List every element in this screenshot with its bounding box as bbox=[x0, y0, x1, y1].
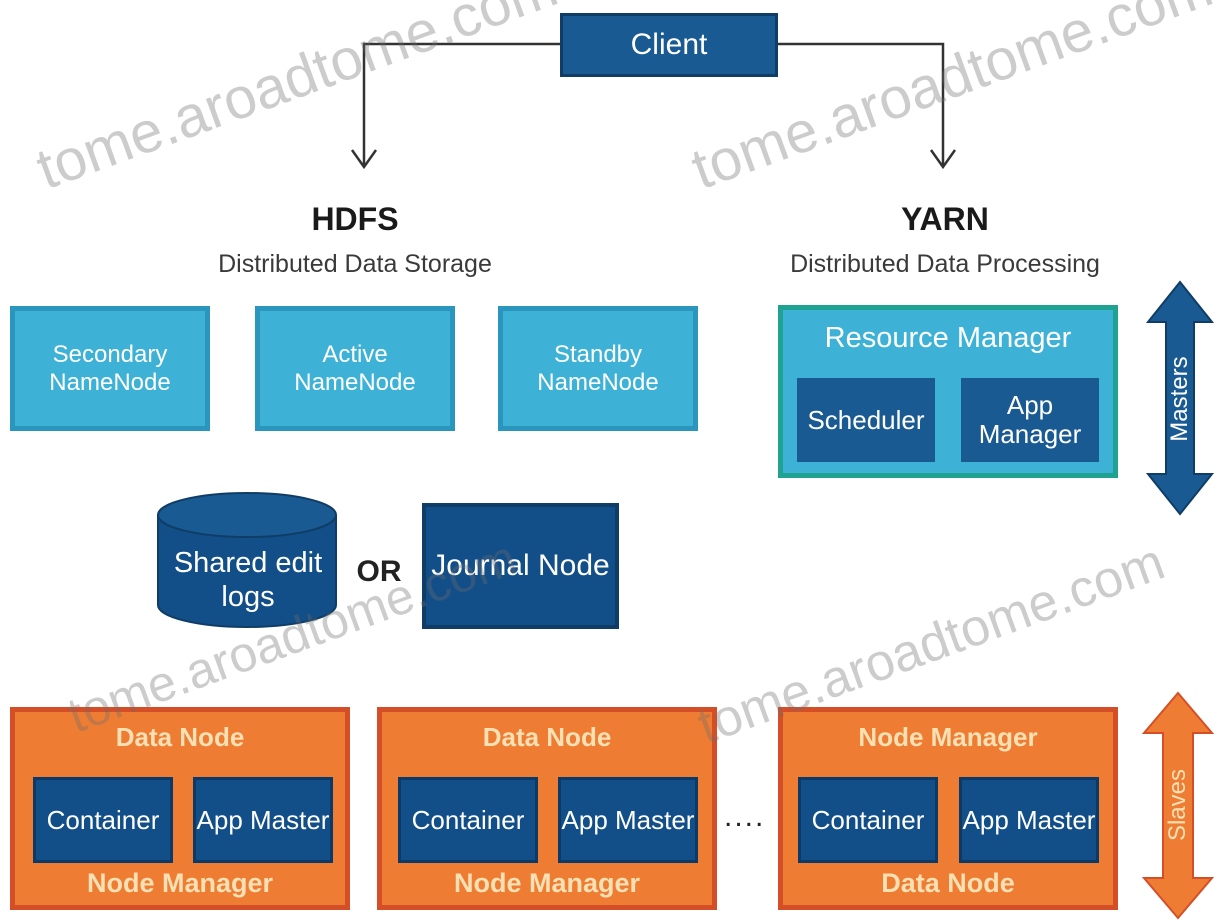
client-label: Client bbox=[630, 28, 708, 61]
container-label: Container bbox=[46, 804, 160, 835]
scheduler-box: Scheduler bbox=[797, 378, 935, 462]
container-box: Container bbox=[33, 777, 173, 863]
client-box: Client bbox=[560, 13, 778, 77]
app-manager-label: App Manager bbox=[978, 390, 1082, 449]
slaves-arrow bbox=[1141, 691, 1215, 920]
scheduler-label: Scheduler bbox=[807, 404, 925, 435]
client-to-yarn-arrow bbox=[778, 42, 945, 165]
app-master-box: App Master bbox=[558, 777, 698, 863]
slave-bottom-label: Node Manager bbox=[86, 868, 274, 898]
slave-bottom-label: Node Manager bbox=[453, 868, 641, 898]
yarn-subtitle: Distributed Data Processing bbox=[790, 249, 1100, 278]
hdfs-subtitle: Distributed Data Storage bbox=[218, 249, 492, 278]
container-label: Container bbox=[811, 804, 925, 835]
client-to-hdfs-arrow bbox=[362, 42, 560, 165]
standby-namenode-box: Standby NameNode bbox=[498, 306, 698, 431]
slave-bottom-label: Data Node bbox=[881, 868, 1015, 898]
journal-node-label: Journal Node bbox=[431, 549, 610, 582]
container-label: Container bbox=[411, 804, 525, 835]
shared-edit-logs-cylinder bbox=[157, 492, 337, 628]
app-master-label: App Master bbox=[962, 804, 1096, 835]
resource-manager-box: Resource Manager Scheduler App Manager bbox=[778, 305, 1118, 478]
or-label: OR bbox=[356, 555, 402, 588]
masters-arrow bbox=[1145, 280, 1215, 516]
app-master-label: App Master bbox=[196, 804, 330, 835]
more-nodes-ellipsis: .... bbox=[724, 800, 766, 833]
hdfs-title: HDFS bbox=[311, 200, 399, 237]
app-manager-box: App Manager bbox=[961, 378, 1099, 462]
shared-edit-logs-label: Shared edit logs bbox=[173, 547, 323, 613]
yarn-title: YARN bbox=[901, 200, 989, 237]
slave-top-label: Data Node bbox=[115, 722, 245, 752]
app-master-box: App Master bbox=[959, 777, 1099, 863]
container-box: Container bbox=[398, 777, 538, 863]
secondary-namenode-box: Secondary NameNode bbox=[10, 306, 210, 431]
slave-top-label: Node Manager bbox=[858, 722, 1038, 752]
slaves-label: Slaves bbox=[1164, 768, 1191, 842]
namenode-label: Active NameNode bbox=[294, 340, 416, 396]
slave-top-label: Data Node bbox=[482, 722, 612, 752]
resource-manager-title: Resource Manager bbox=[824, 322, 1072, 354]
app-master-box: App Master bbox=[193, 777, 333, 863]
slave-node-2: Data Node Container App Master Node Mana… bbox=[377, 707, 717, 910]
namenode-label: Secondary NameNode bbox=[49, 340, 171, 396]
namenode-label: Standby NameNode bbox=[537, 340, 659, 396]
container-box: Container bbox=[798, 777, 938, 863]
app-master-label: App Master bbox=[561, 804, 695, 835]
active-namenode-box: Active NameNode bbox=[255, 306, 455, 431]
journal-node-box: Journal Node bbox=[422, 503, 619, 629]
slave-node-1: Data Node Container App Master Node Mana… bbox=[10, 707, 350, 910]
masters-label: Masters bbox=[1166, 356, 1193, 442]
slave-node-3: Node Manager Container App Master Data N… bbox=[778, 707, 1118, 910]
